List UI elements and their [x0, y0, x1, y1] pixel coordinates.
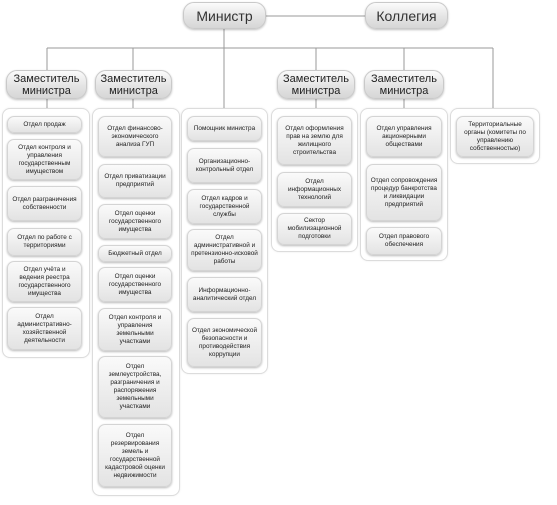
department-box: Отдел оценки государственного имущества — [98, 204, 172, 239]
department-box: Помощник министра — [187, 116, 262, 141]
department-box: Отдел административно-хозяйственной деят… — [7, 307, 82, 350]
department-box: Отдел экономической безопасности и проти… — [187, 318, 262, 367]
department-box: Отдел оформления прав на землю для жилищ… — [277, 116, 352, 165]
department-box: Отдел сопровождения процедур банкротства… — [366, 164, 442, 221]
department-box: Бюджетный отдел — [98, 245, 172, 262]
department-box: Сектор мобилизационной подготовки — [277, 213, 352, 245]
department-box: Отдел оценки государственного имущества — [98, 267, 172, 302]
department-box: Отдел учёта и ведения реестра государств… — [7, 261, 82, 302]
department-box: Отдел управления акционерными обществами — [366, 116, 442, 157]
department-box: Отдел финансово-экономического анализа Г… — [98, 116, 172, 157]
department-box: Отдел контроля и управления государствен… — [7, 139, 82, 180]
deputy-minister-1: Заместитель министра — [6, 70, 87, 99]
department-box: Отдел разграничения собственности — [7, 186, 82, 221]
department-box: Отдел продаж — [7, 116, 82, 133]
department-box: Отдел землеустройства, разграничения и р… — [98, 356, 172, 418]
department-box: Организационно-контрольный отдел — [187, 148, 262, 183]
deputy-minister-2: Заместитель министра — [95, 70, 172, 99]
department-box: Отдел контроля и управления земельными у… — [98, 308, 172, 351]
department-box: Отдел правового обеспечения — [366, 227, 442, 255]
minister-box: Министр — [183, 2, 266, 29]
department-box: Отдел приватизации предприятий — [98, 164, 172, 198]
department-box: Отдел резервирования земель и государств… — [98, 424, 172, 487]
territorial-bodies-box: Территориальные органы (комитеты по упра… — [456, 116, 534, 157]
department-box: Отдел информационных технологий — [277, 172, 352, 207]
department-box: Отдел по работе с территориями — [7, 228, 82, 256]
department-box: Отдел кадров и государственной службы — [187, 189, 262, 224]
deputy-minister-3: Заместитель министра — [277, 70, 355, 99]
department-box: Отдел административной и претензионно-ис… — [187, 229, 262, 271]
department-box: Информационно-аналитический отдел — [187, 277, 262, 312]
deputy-minister-4: Заместитель министра — [364, 70, 444, 99]
board-box: Коллегия — [365, 2, 448, 29]
